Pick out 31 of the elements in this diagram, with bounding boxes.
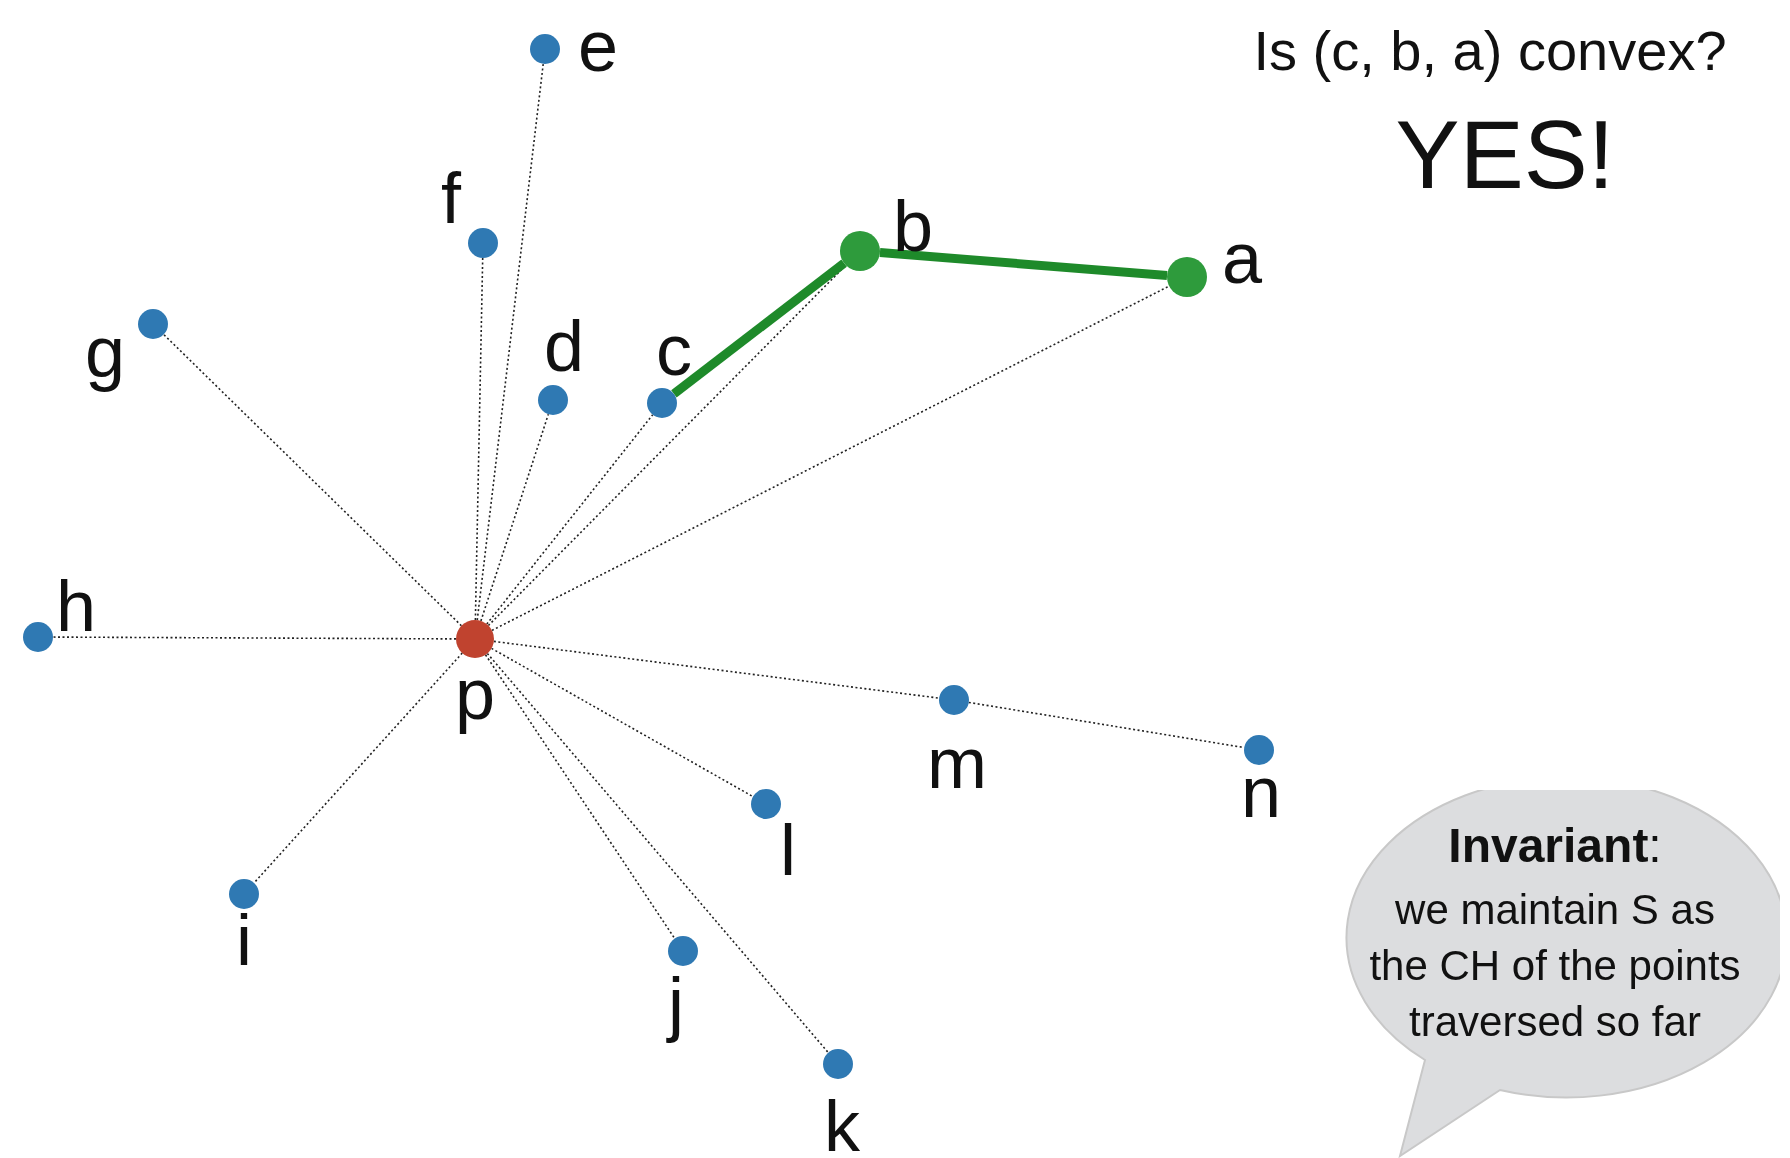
point-label: m (927, 727, 987, 799)
point-label: b (893, 190, 933, 262)
dotted-line (486, 652, 830, 1054)
hull-edge (671, 259, 847, 398)
bubble-text: we maintain S as the CH of the points traversed so far (1368, 885, 1742, 1047)
dotted-line (486, 413, 654, 625)
point-label: f (441, 162, 461, 234)
dotted-line (491, 285, 1170, 632)
dotted-line (476, 63, 545, 621)
dotted-line (474, 257, 484, 621)
point-label: c (656, 314, 692, 386)
dotted-line (484, 654, 676, 940)
question-text: Is (c, b, a) convex? (1253, 18, 1727, 83)
point-label: a (1222, 222, 1262, 294)
point-label: e (578, 10, 618, 82)
bubble-heading: Invariant: (1448, 818, 1662, 873)
point-label: d (544, 310, 584, 382)
point-label: i (236, 904, 252, 976)
point-label: k (824, 1090, 860, 1158)
dotted-line (162, 333, 463, 627)
dotted-line (490, 647, 754, 798)
hull-edge (879, 248, 1168, 280)
dotted-line (968, 701, 1245, 749)
point-label: l (780, 814, 796, 886)
dotted-line (253, 652, 464, 884)
dotted-line (480, 413, 550, 622)
dotted-line (52, 636, 457, 640)
point-label: h (56, 570, 96, 642)
dotted-line (493, 640, 940, 699)
answer-text: YES! (1395, 100, 1615, 210)
point-label: n (1241, 756, 1281, 828)
